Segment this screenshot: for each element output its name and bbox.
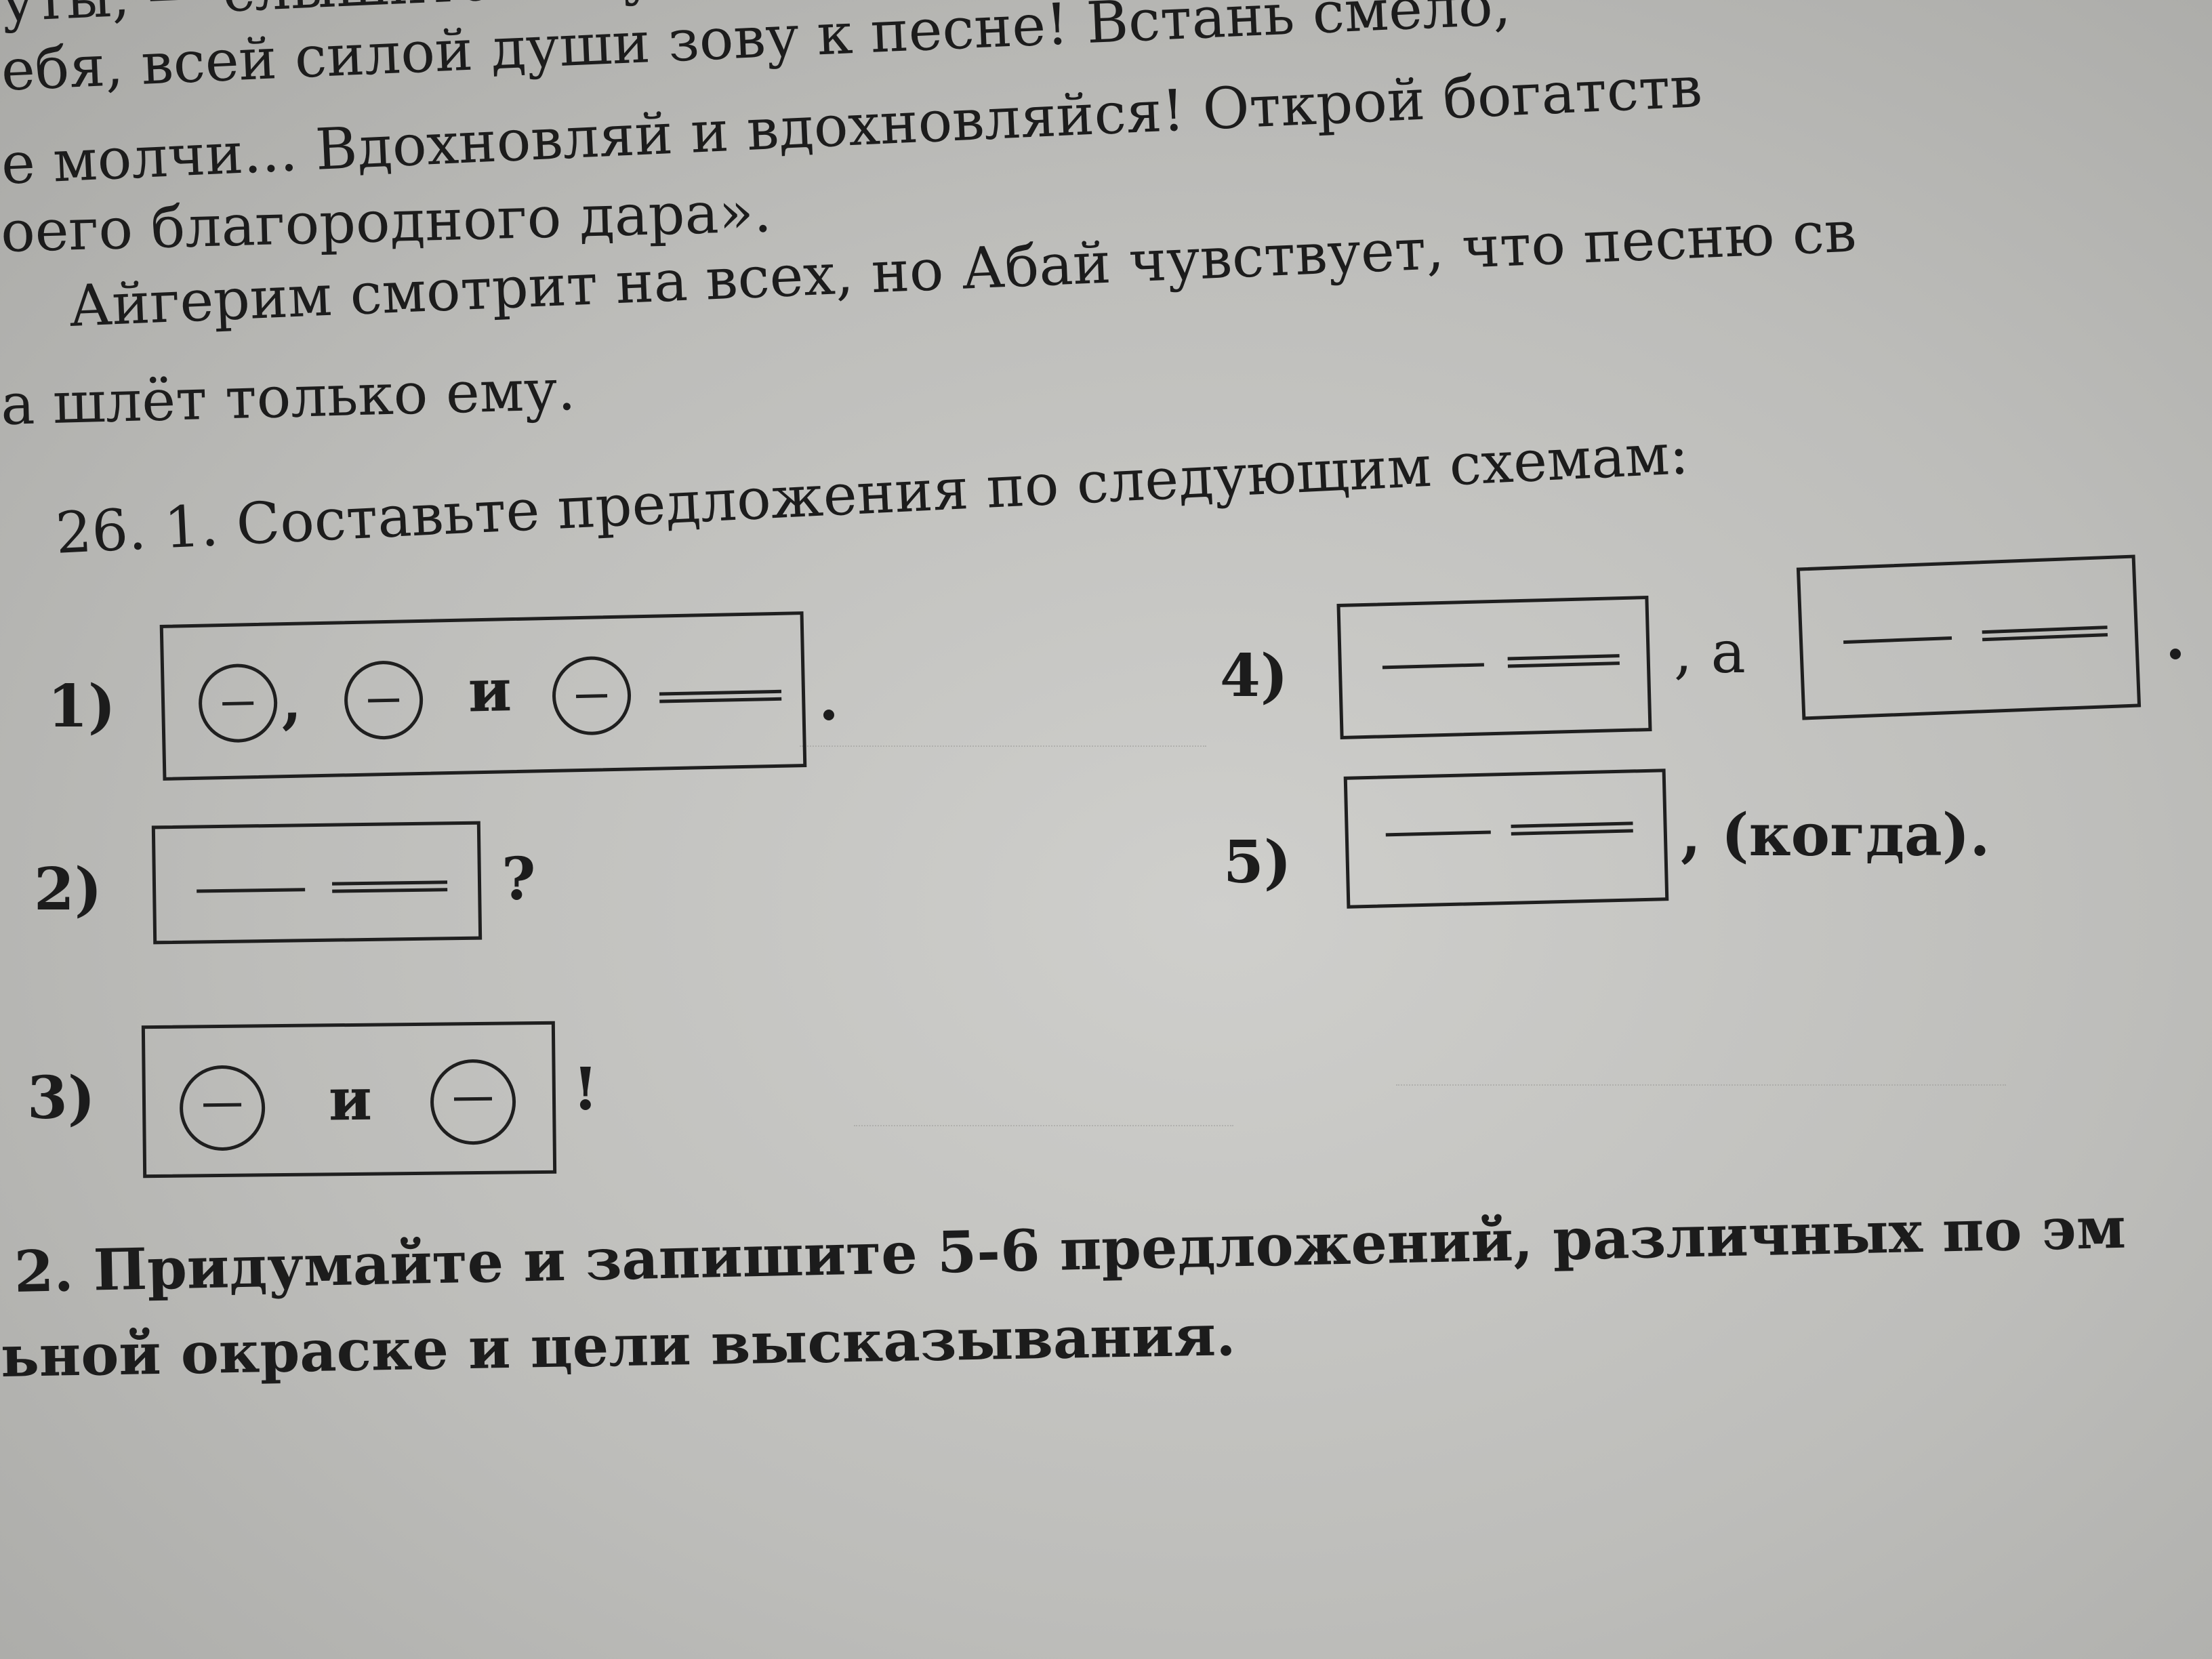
subject-line-icon: [197, 888, 306, 893]
scheme-4-connector: , а: [1674, 619, 1746, 687]
scheme-3-box: и: [141, 1021, 557, 1179]
scheme-4-end: .: [2165, 605, 2186, 673]
scheme-4-label: 4): [1220, 642, 1288, 710]
predicate-line-icon: [659, 689, 782, 703]
scheme-3-end: !: [573, 1055, 598, 1124]
text-line-6: а шлёт только ему.: [0, 356, 577, 438]
scheme-2-end: ?: [501, 845, 536, 914]
scheme-5-box: [1343, 769, 1669, 909]
predicate-line-icon: [1511, 821, 1633, 836]
scheme-3-connector: и: [328, 1065, 373, 1134]
scheme-5-end: , (когда).: [1681, 801, 1990, 869]
predicate-line-icon: [1507, 654, 1620, 668]
scheme-5-label: 5): [1223, 828, 1292, 897]
task-2-line-2: ьной окраске и цели высказывания.: [0, 1301, 1237, 1390]
exercise-title: 26. 1. Составьте предложения по следующи…: [54, 420, 1690, 567]
predicate-line-icon: [331, 880, 448, 893]
scheme-1-end: .: [819, 665, 839, 734]
predicate-line-icon: [1982, 626, 2108, 642]
subject-circle-icon: [430, 1059, 516, 1145]
scheme-2-box: [151, 821, 483, 945]
subject-circle-icon: [551, 655, 632, 736]
subject-line-icon: [1382, 663, 1484, 670]
comma: ,: [281, 667, 303, 737]
scheme-1-box: , и: [159, 611, 807, 781]
bleed-through-line: [854, 1125, 1233, 1167]
scheme-2-label: 2): [34, 855, 102, 924]
scheme-4-box-b: [1796, 554, 2142, 720]
bleed-through-line: [800, 745, 1206, 787]
scheme-1-label: 1): [47, 672, 116, 741]
subject-circle-icon: [343, 659, 424, 741]
subject-circle-icon: [197, 663, 279, 743]
subject-line-icon: [1385, 830, 1491, 837]
scheme-3-label: 3): [27, 1064, 96, 1132]
scheme-4-box-a: [1336, 596, 1652, 739]
task-2-line-1: 2. Придумайте и запишите 5-6 предложений…: [13, 1193, 2127, 1305]
subject-line-icon: [1843, 636, 1952, 644]
subject-circle-icon: [179, 1065, 266, 1151]
scheme-1-connector: и: [467, 656, 512, 726]
bleed-through-line: [1396, 1084, 2006, 1126]
